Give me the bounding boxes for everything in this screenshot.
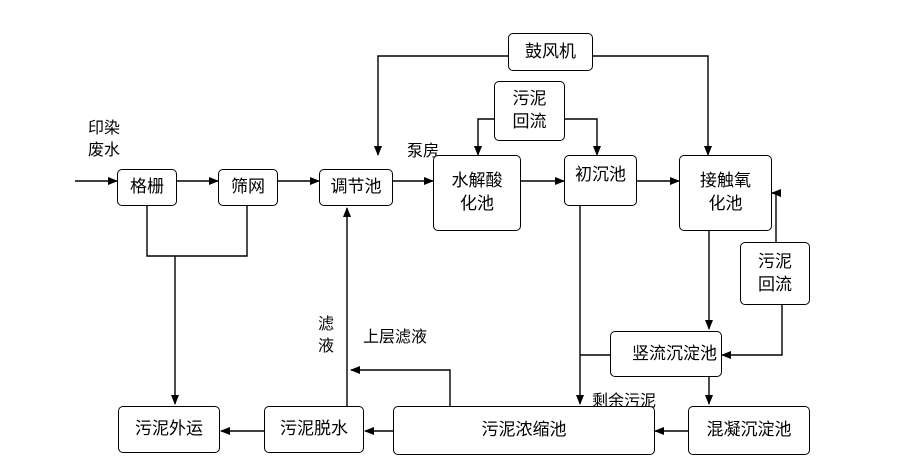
equalization-tank-box: 调节池	[319, 169, 393, 206]
grille-text: 格栅	[130, 177, 164, 197]
hydrolysis-tank-box: 水解酸 化池	[433, 155, 521, 231]
sludge-return-right-line2: 回流	[758, 274, 792, 295]
coagulation-sedimentation-box: 混凝沉淀池	[688, 406, 810, 455]
sludge-dewatering-box: 污泥脱水	[264, 406, 364, 453]
sludge-return-right-box: 污泥 回流	[740, 242, 810, 305]
line-upper-filtrate	[350, 366, 451, 406]
filtrate-label-line1: 滤	[318, 314, 335, 333]
equalization-tank-text: 调节池	[330, 177, 382, 197]
blower-text: 鼓风机	[525, 41, 576, 62]
sludge-return-top-box: 污泥 回流	[494, 81, 565, 141]
excess-sludge-label: 剩余污泥	[592, 391, 657, 410]
sludge-return-top-line2: 回流	[512, 112, 547, 132]
sludge-return-right-line1: 污泥	[758, 251, 792, 272]
grille-box: 格栅	[117, 169, 177, 206]
line-right-return-to-vertical	[721, 305, 783, 359]
sludge-disposal-text: 污泥外运	[135, 419, 203, 439]
upper-filtrate-label: 上层滤液	[363, 327, 428, 346]
sludge-return-top-line1: 污泥	[512, 89, 547, 109]
line-sludge-return-to-hydrolysis	[474, 118, 494, 156]
line-blower-left	[374, 55, 508, 156]
hydrolysis-line2: 化池	[460, 194, 494, 214]
sludge-thickening-text: 污泥浓缩池	[481, 420, 567, 440]
vertical-sedimentation-box: 竖流沉淀池	[610, 331, 722, 377]
filtrate-label: 滤 液	[318, 313, 334, 357]
filtrate-label-line2: 液	[318, 336, 335, 355]
screen-box: 筛网	[218, 169, 278, 206]
input-label-line2: 废水	[88, 140, 121, 159]
sludge-thickening-box: 污泥浓缩池	[393, 406, 655, 455]
contact-oxidation-line1: 接触氧	[700, 171, 751, 191]
screen-text: 筛网	[231, 177, 265, 197]
pump-room-label: 泵房	[407, 141, 440, 160]
input-label: 印染 废水	[88, 117, 120, 161]
primary-settling-text: 初沉池	[575, 165, 626, 185]
primary-settling-box: 初沉池	[564, 155, 637, 206]
line-blower-right	[593, 55, 712, 156]
contact-oxidation-box: 接触氧 化池	[679, 155, 772, 231]
sludge-dewatering-text: 污泥脱水	[280, 419, 348, 439]
contact-oxidation-text: 接触氧 化池	[700, 170, 751, 216]
hydrolysis-line1: 水解酸	[451, 171, 503, 191]
coagulation-sedimentation-text: 混凝沉淀池	[706, 420, 792, 440]
sludge-return-right-text: 污泥 回流	[758, 251, 792, 297]
contact-oxidation-line2: 化池	[708, 194, 743, 214]
input-label-line1: 印染	[88, 118, 121, 137]
blower-box: 鼓风机	[508, 33, 593, 71]
vertical-sedimentation-text: 竖流沉淀池	[632, 343, 717, 364]
line-sludge-return-to-primary	[565, 118, 601, 156]
line-grille-down	[146, 206, 248, 257]
sludge-return-top-text: 污泥 回流	[513, 88, 547, 134]
line-right-return-to-contact	[771, 189, 781, 242]
sludge-disposal-box: 污泥外运	[118, 406, 220, 453]
hydrolysis-tank-text: 水解酸 化池	[452, 170, 503, 216]
